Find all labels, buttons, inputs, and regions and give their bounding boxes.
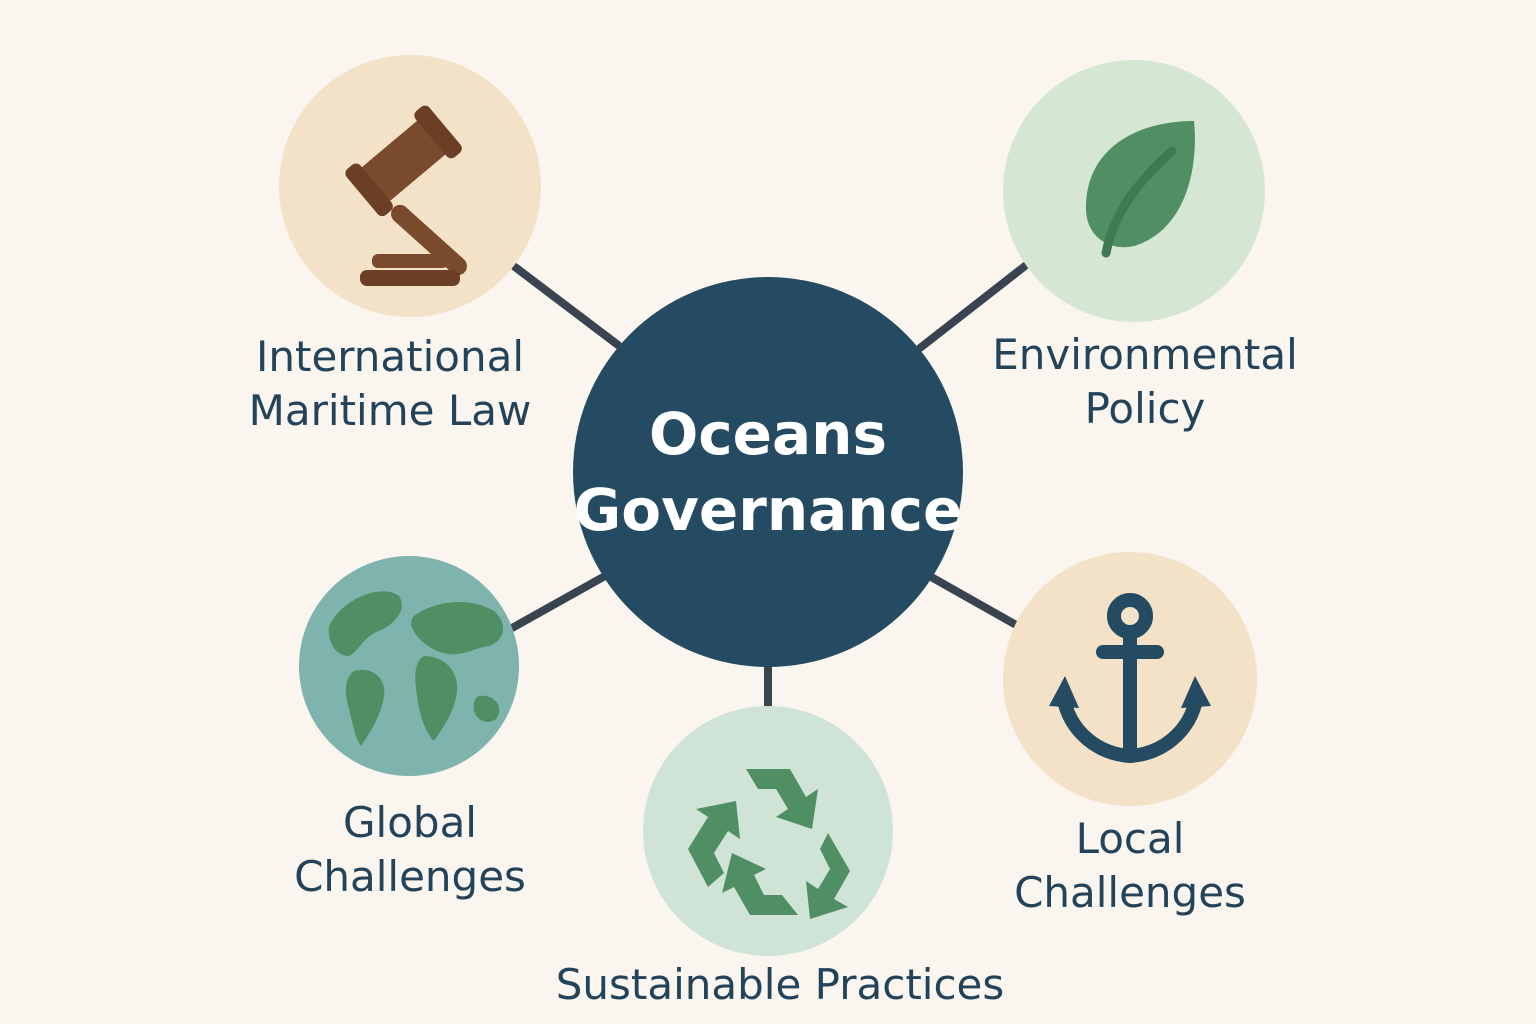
recycle-icon (688, 769, 850, 919)
connector-global-challenges (508, 572, 609, 632)
gavel-icon (345, 105, 467, 286)
label-local-challenges-line2: Challenges (1014, 868, 1246, 917)
label-maritime-law-line2: Maritime Law (248, 386, 532, 435)
label-global-challenges: Global Challenges (250, 796, 570, 904)
label-local-challenges-line1: Local (1075, 814, 1185, 863)
label-local-challenges: Local Challenges (975, 812, 1285, 920)
anchor-icon (1049, 593, 1211, 763)
label-environmental-policy-line1: Environmental (992, 330, 1298, 379)
hub-oceans-governance: Oceans Governance (573, 277, 963, 667)
hub-title-line2: Governance (573, 476, 963, 544)
label-environmental-policy-line2: Policy (1084, 384, 1206, 433)
node-sustainable-practices (643, 706, 893, 956)
label-global-challenges-line1: Global (343, 798, 477, 847)
leaf-icon (1085, 121, 1195, 258)
label-global-challenges-line2: Challenges (294, 852, 526, 901)
label-sustainable-practices-line1: Sustainable Practices (555, 960, 1005, 1009)
label-sustainable-practices: Sustainable Practices (530, 958, 1030, 1012)
node-global-challenges (299, 556, 519, 776)
connector-environmental-policy (916, 262, 1029, 352)
connector-maritime-law (511, 263, 622, 349)
hub-title-line1: Oceans (649, 400, 887, 468)
label-environmental-policy: Environmental Policy (960, 328, 1330, 436)
connector-local-challenges (929, 574, 1022, 630)
label-maritime-law-line1: International (255, 332, 525, 381)
node-environmental-policy (1003, 60, 1265, 322)
globe-icon (328, 591, 504, 746)
node-local-challenges (1003, 552, 1257, 806)
label-maritime-law: International Maritime Law (220, 330, 560, 438)
node-maritime-law (279, 55, 541, 317)
